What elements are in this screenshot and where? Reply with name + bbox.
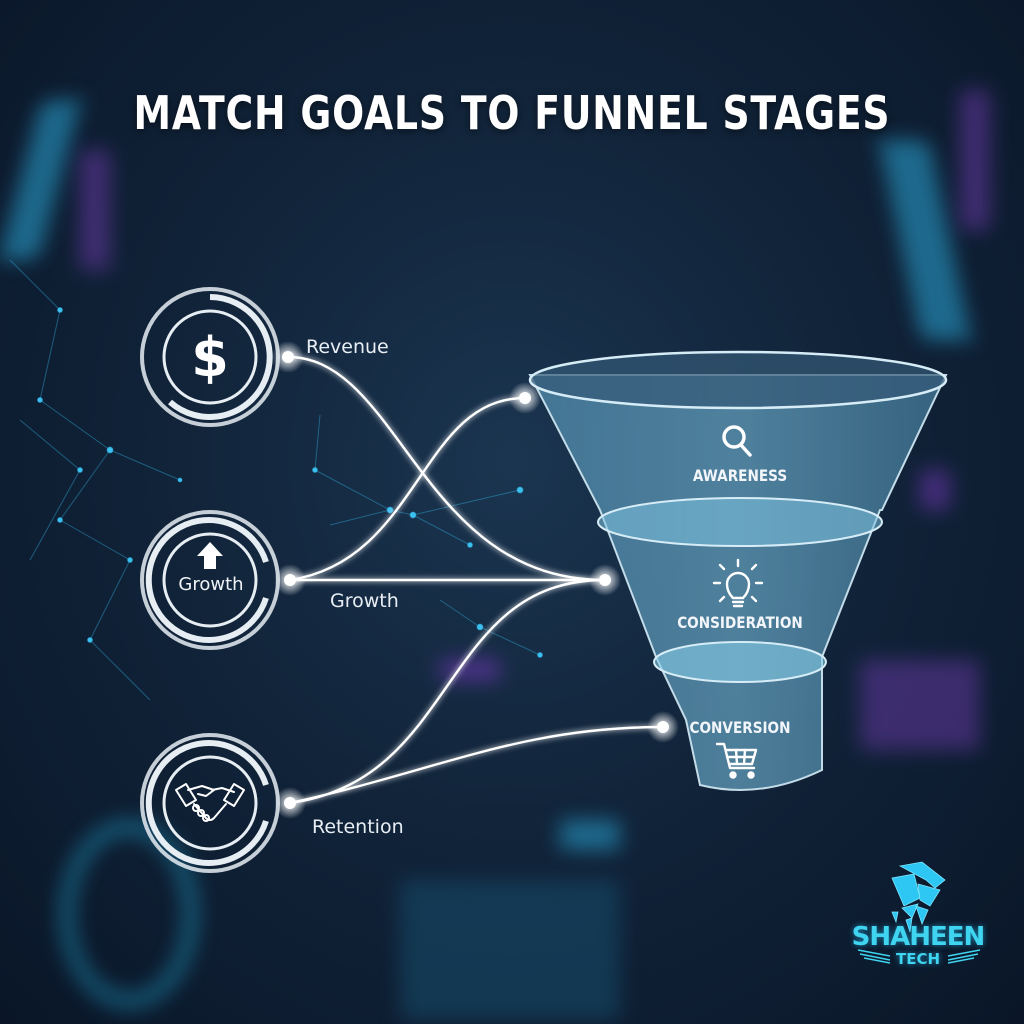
growth-inner-label: Growth [178,574,244,595]
svg-text:$: $ [191,326,229,389]
logo-wings [857,949,981,964]
goal-label-revenue: Revenue [306,336,389,358]
stage-label-awareness: AWARENESS [692,466,788,485]
goal-label-growth: Growth [330,590,399,612]
page-title: MATCH GOALS TO FUNNEL STAGES [133,86,891,140]
lightbulb-icon [712,558,764,608]
connection-dots [272,341,679,819]
goal-ring-retention [140,733,280,873]
funnel [528,350,948,791]
goal-ring-growth [140,510,280,650]
logo-text-shaheen: SHAHEEN [851,922,986,952]
line-retention-conversion [289,725,664,805]
stage-label-consideration: CONSIDERATION [677,613,803,632]
stage-label-conversion: CONVERSION [689,718,791,737]
line-retention-consideration [289,578,606,805]
goal-label-retention: Retention [312,816,404,838]
magnifier-icon [722,425,752,457]
line-growth-awareness [289,396,526,582]
logo-text-tech: TECH [895,950,941,968]
line-revenue-consideration [287,355,606,582]
network-mesh [9,259,543,701]
shopping-cart-icon [715,742,758,779]
goal-ring-revenue: $ [140,287,280,427]
connection-lines [287,355,664,805]
shaheen-tech-logo-emblem [891,861,946,933]
